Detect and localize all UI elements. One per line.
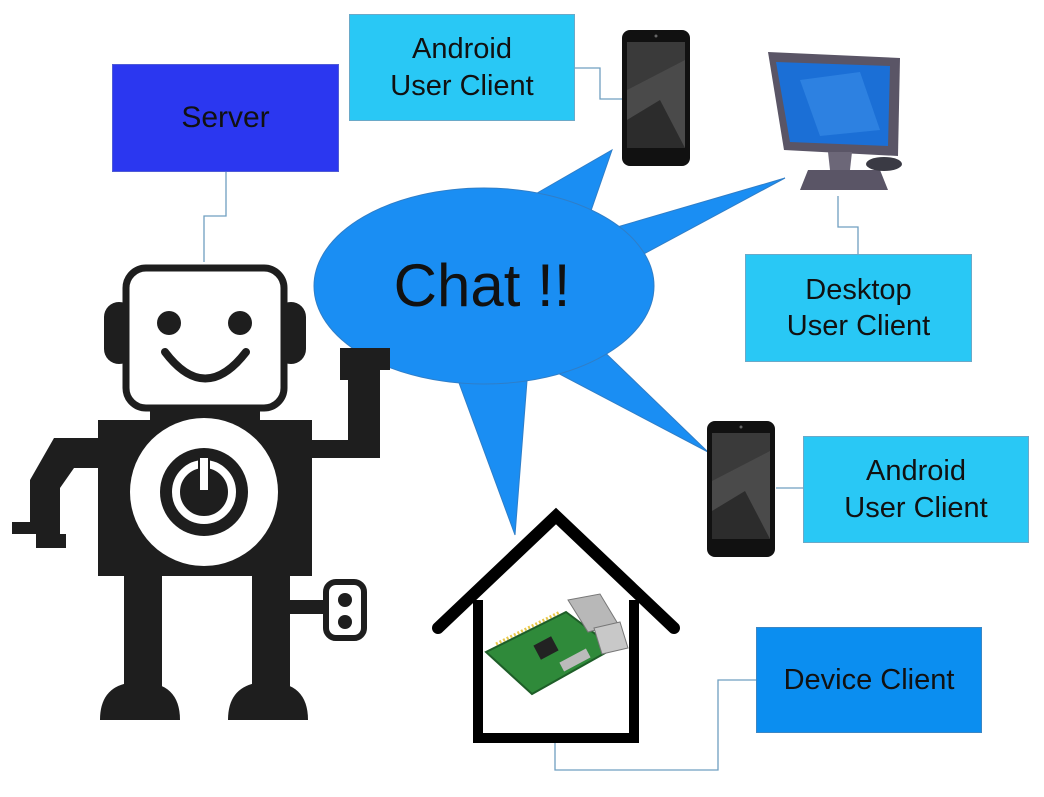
android-client-top-text: Android User Client bbox=[390, 31, 533, 104]
connector-lines bbox=[203, 67, 859, 771]
android-client-top-line1: Android bbox=[412, 33, 512, 66]
house-icon bbox=[432, 507, 680, 743]
android-client-right-text: Android User Client bbox=[844, 453, 987, 526]
desktop-client-line1: Desktop bbox=[805, 273, 912, 306]
server-box: Server bbox=[112, 64, 339, 172]
desktop-connector bbox=[837, 196, 859, 254]
desktop-computer-icon bbox=[768, 52, 902, 190]
smartphone-icon-top bbox=[622, 30, 690, 166]
server-connector bbox=[203, 172, 227, 262]
bubble-body bbox=[313, 187, 655, 385]
robot-icon bbox=[12, 264, 390, 720]
android-client-top-line2: User Client bbox=[390, 69, 534, 102]
chat-bubble bbox=[313, 148, 786, 536]
device-client-box: Device Client bbox=[756, 627, 982, 733]
bubble-ray-house bbox=[454, 367, 529, 536]
android-top-connector bbox=[575, 67, 624, 100]
smartphone-icon-right bbox=[707, 421, 775, 557]
android-user-client-top-box: Android User Client bbox=[349, 14, 575, 121]
android-client-right-line2: User Client bbox=[844, 491, 988, 524]
chat-label: Chat !! bbox=[394, 252, 571, 319]
desktop-client-line2: User Client bbox=[786, 310, 931, 342]
raspberry-pi-icon bbox=[484, 593, 629, 696]
android-client-right-line1: Android bbox=[866, 455, 966, 488]
server-label: Server bbox=[181, 101, 270, 135]
device-client-label: Device Client bbox=[783, 663, 955, 696]
desktop-user-client-box: Desktop User Client bbox=[745, 254, 972, 362]
android-user-client-right-box: Android User Client bbox=[803, 436, 1029, 543]
desktop-client-text: Desktop User Client bbox=[787, 272, 930, 345]
device-connector bbox=[554, 679, 756, 771]
